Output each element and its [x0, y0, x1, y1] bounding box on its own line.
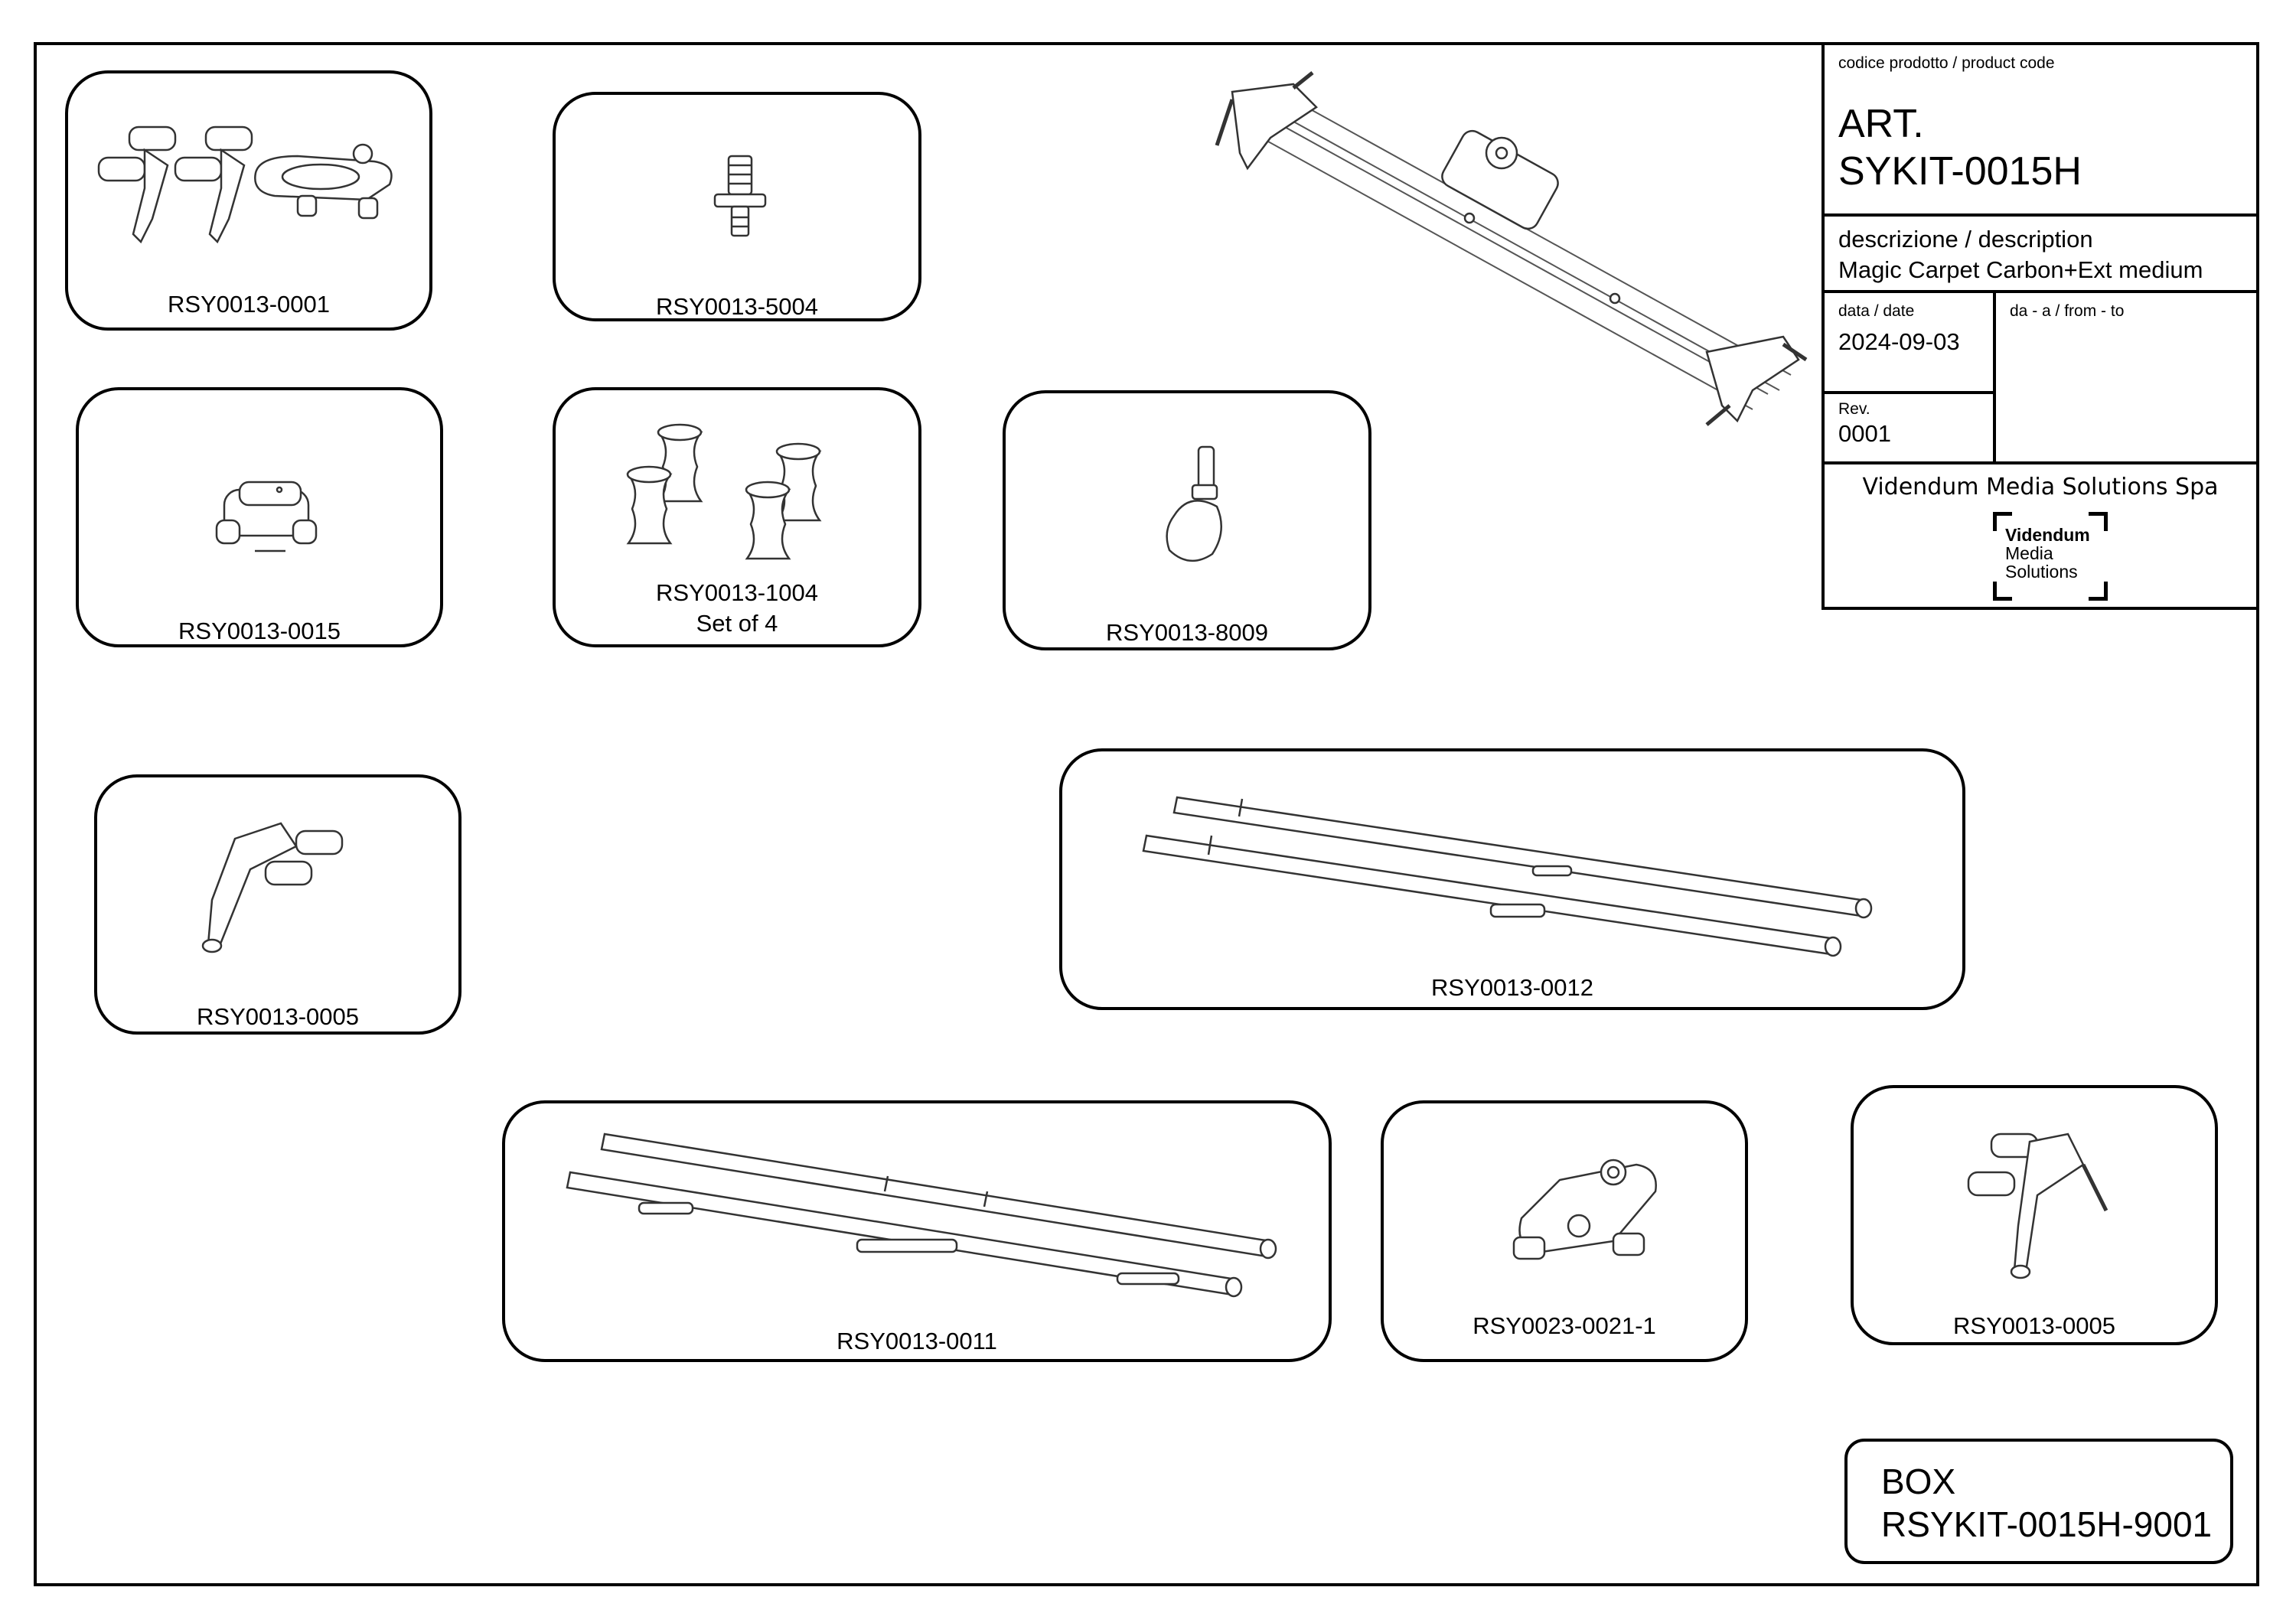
leg-clamp-icon [201, 822, 344, 953]
title-block: codice prodotto / product code ART. SYKI… [1821, 42, 2259, 610]
part-card: RSY0013-8009 [1003, 390, 1371, 650]
part-card: RSY0013-0005 [1851, 1085, 2218, 1345]
extension-rails-icon [1142, 796, 1873, 957]
part-card: RSY0013-0015 [76, 387, 443, 647]
revision-cell: Rev. 0001 [1825, 394, 1996, 461]
bracket-icon [1512, 1159, 1657, 1260]
part-code: RSY0013-0001 [168, 291, 330, 318]
box-line1: BOX [1881, 1462, 1956, 1501]
revision-value: 0001 [1838, 420, 1891, 447]
part-code: RSY0013-0005 [197, 1003, 359, 1030]
slider-assembly-illustration [1215, 71, 1808, 426]
screw-adapter-icon [713, 155, 767, 237]
part-code: RSY0013-1004 [656, 579, 818, 606]
carbon-rails-icon [566, 1133, 1277, 1298]
pin-foot-icon [1166, 445, 1222, 562]
product-code-caption: codice prodotto / product code [1838, 54, 2055, 72]
part-code: RSY0013-8009 [1106, 619, 1268, 646]
date-caption: data / date [1838, 302, 1915, 320]
clamp-set-with-plate-icon [97, 125, 393, 244]
part-card: RSY0013-5004 [553, 92, 921, 321]
drawing-frame [34, 42, 2259, 1586]
part-card: RSY0013-0005 [94, 774, 461, 1035]
description-value: Magic Carpet Carbon+Ext medium [1838, 256, 2203, 283]
part-code: RSY0013-0005 [1953, 1312, 2115, 1339]
part-code: RSY0013-0011 [837, 1328, 997, 1354]
box-line2: RSYKIT-0015H-9001 [1881, 1504, 2213, 1544]
wheel-set-icon [626, 423, 822, 560]
part-code: RSY0023-0021-1 [1473, 1312, 1656, 1339]
product-code-cell: codice prodotto / product code ART. SYKI… [1825, 45, 2256, 217]
logo-word: Solutions [2005, 562, 2078, 582]
logo-word: Media [2005, 543, 2053, 563]
from-to-cell: da - a / from - to [1996, 293, 2256, 461]
box-label: BOX RSYKIT-0015H-9001 [1844, 1439, 2233, 1564]
part-subtitle: Set of 4 [696, 610, 778, 637]
part-card: RSY0013-0011 [502, 1100, 1332, 1362]
description-caption: descrizione / description [1838, 226, 2093, 253]
part-card: RSY0013-1004 Set of 4 [553, 387, 921, 647]
description-cell: descrizione / description Magic Carpet C… [1825, 217, 2256, 293]
company-logo: Videndum Media Solutions [1993, 512, 2108, 601]
clamp-block-icon [215, 481, 318, 552]
part-card: RSY0013-0012 [1059, 748, 1965, 1010]
leg-clamp-icon [1967, 1133, 2108, 1279]
part-code: RSY0013-5004 [656, 293, 818, 320]
date-cell: data / date 2024-09-03 [1825, 293, 1996, 394]
revision-caption: Rev. [1838, 400, 1870, 418]
logo-word: Videndum [2005, 525, 2090, 545]
date-value: 2024-09-03 [1838, 328, 1960, 355]
part-code: RSY0013-0012 [1431, 974, 1593, 1001]
part-card: RSY0023-0021-1 [1381, 1100, 1748, 1362]
company-name: Videndum Media Solutions Spa [1862, 474, 2219, 500]
part-code: RSY0013-0015 [178, 618, 341, 644]
art-label: ART. [1838, 102, 1924, 146]
part-card: RSY0013-0001 [65, 70, 432, 331]
from-to-caption: da - a / from - to [2010, 302, 2125, 320]
company-cell: Videndum Media Solutions Spa Videndum Me… [1825, 461, 2256, 607]
art-code: SYKIT-0015H [1838, 149, 2082, 194]
